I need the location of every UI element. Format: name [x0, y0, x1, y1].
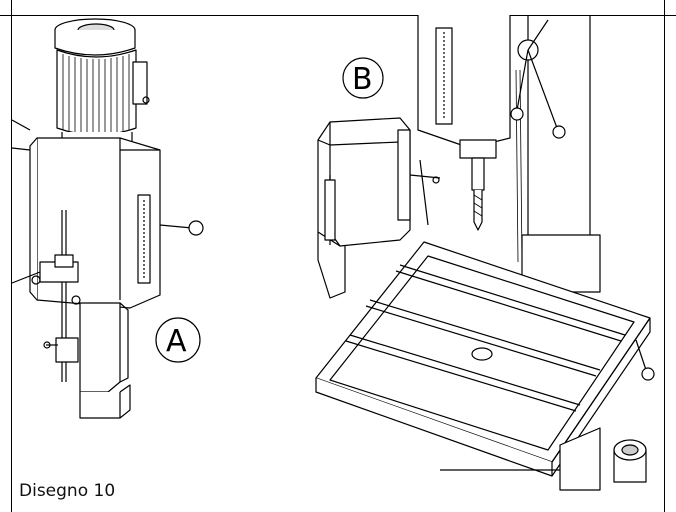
frame-left-border [11, 0, 12, 512]
callout-a-label: A [166, 324, 187, 359]
frame-top-border [0, 15, 676, 16]
callout-a-circle [155, 317, 201, 363]
drill-table-figure [315, 15, 655, 491]
figure-caption: Disegno 10 [19, 481, 116, 501]
frame-right-border [664, 0, 665, 512]
callout-b-label: B [352, 62, 373, 97]
drill-head-figure [11, 18, 204, 419]
callout-b-circle [342, 57, 384, 99]
